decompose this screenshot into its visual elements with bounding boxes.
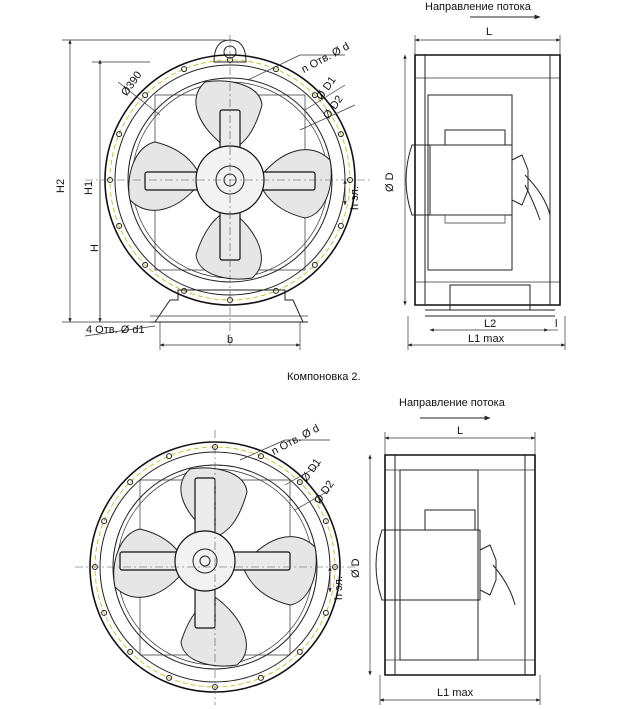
dim-l-label: l [555,318,558,330]
dim-L-label: L [486,26,493,38]
flange-bolt-hole [167,675,172,680]
h-el-label: h эл. [349,185,361,210]
dim-H-label: H [89,244,101,252]
flange-bolt-hole [143,262,148,267]
dim-L2-label: L2 [484,318,497,330]
dim-L1max-label: L1 max [468,333,505,345]
dim-b-label: b [227,334,234,346]
mounting-base [155,290,303,322]
dim-H2-label: H2 [55,178,67,193]
layout2-caption: Компоновка 2. [287,371,361,383]
h-el-label-2: h эл. [333,575,345,600]
flange-bolt-hole [143,93,148,98]
flange-bolt-hole [102,610,107,615]
flange-bolt-hole [312,93,317,98]
layout2-front-view [75,430,355,705]
layout2-side-view [368,415,541,705]
flange-bolt-hole [128,649,133,654]
flange-bolt-hole [338,132,343,137]
layout1-front-view [62,35,370,350]
flange-bolt-hole [297,649,302,654]
flange-bolt-hole [117,132,122,137]
holes-d1-label: 4 Отв. Ø d1 [86,324,145,336]
flange-bolt-hole [258,675,263,680]
dim-H1-label: H1 [83,180,95,195]
flange-bolt-hole [338,223,343,228]
flange-bolt-hole [323,610,328,615]
duct-body [415,55,560,305]
flange-bolt-hole [182,288,187,293]
flange-bolt-hole [102,519,107,524]
flange-bolt-hole [117,223,122,228]
dim-D-label-2: Ø D [350,558,362,578]
dim-D-label: Ø D [384,172,396,192]
flange-bolt-hole [182,67,187,72]
layout1-side-view [403,14,566,350]
flange-bolt-hole [167,454,172,459]
flange-bolt-hole [128,480,133,485]
dim-L-label-2: L [457,425,464,437]
dim-L1max-label-2: L1 max [437,687,474,699]
flange-bolt-hole [323,519,328,524]
flange-holes-2 [93,445,338,690]
flange-bolt-hole [273,288,278,293]
motor-body [428,95,512,270]
flange-bolt-hole [258,454,263,459]
flange-bolt-hole [312,262,317,267]
flow-direction-label: Направление потока [425,1,531,13]
side-base [450,285,530,310]
flange-bolt-hole [297,480,302,485]
flow-direction-label-2: Направление потока [399,397,505,409]
